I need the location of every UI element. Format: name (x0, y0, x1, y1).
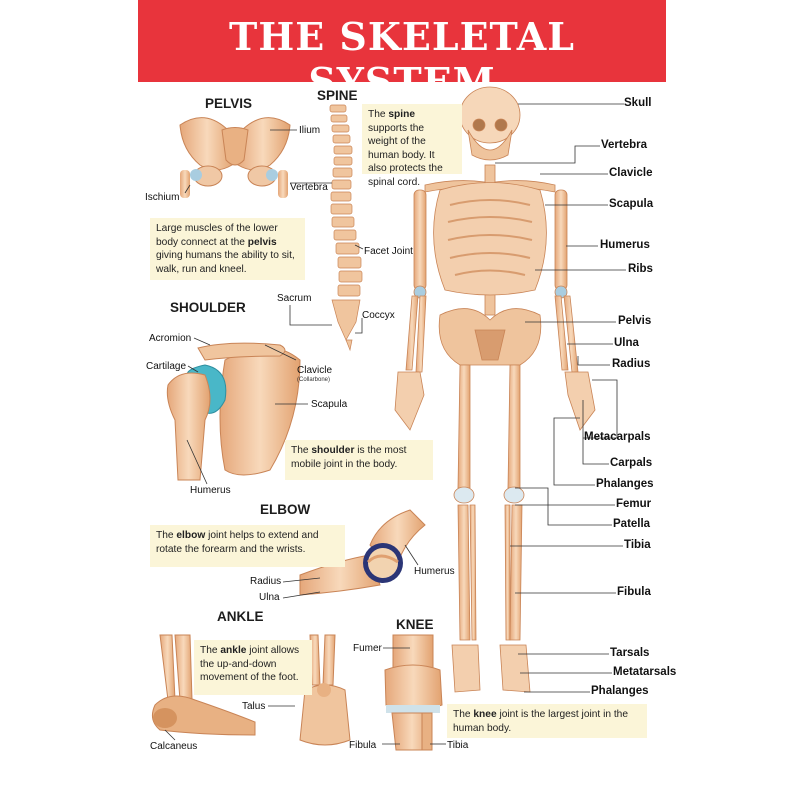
pelvis-diagram (179, 117, 297, 198)
spine-note: The spine supports the weight of the hum… (362, 104, 462, 188)
ankle-note: The ankle joint allows the up-and-down m… (194, 640, 312, 695)
skeleton-leader-lines (495, 103, 626, 693)
label-calcaneus: Calcaneus (150, 741, 198, 752)
label-talus: Talus (242, 701, 266, 712)
poster-title: THE SKELETAL SYSTEM (229, 14, 575, 104)
skeleton-label-ulna: Ulna (614, 337, 639, 349)
shoulder-diagram (166, 337, 308, 485)
label-elbow-ulna: Ulna (259, 592, 280, 603)
label-knee-fibula: Fibula (349, 740, 377, 751)
pelvis-note: Large muscles of the lower body connect … (150, 218, 305, 280)
skeleton-label-humerus: Humerus (600, 239, 650, 251)
shoulder-note: The shoulder is the most mobile joint in… (285, 440, 433, 480)
spine-section-title: SPINE (317, 88, 358, 103)
label-collarbone: (Collarbone) (297, 377, 331, 383)
elbow-diagram (282, 509, 426, 599)
label-sacrum: Sacrum (277, 293, 312, 304)
label-elbow-radius: Radius (250, 576, 282, 587)
full-skeleton (394, 86, 596, 693)
label-knee-tibia: Tibia (447, 740, 469, 751)
label-shoulder-scapula: Scapula (311, 399, 348, 410)
knee-note: The knee joint is the largest joint in t… (447, 704, 647, 738)
label-clavicle: Clavicle (297, 365, 333, 376)
skeleton-label-carpals: Carpals (610, 457, 653, 469)
ankle-diagram (151, 634, 351, 746)
label-elbow-humerus: Humerus (414, 566, 455, 577)
skeleton-label-metatarsals: Metatarsals (613, 666, 677, 678)
title-banner (138, 0, 666, 82)
spine-diagram (289, 104, 364, 352)
skeleton-label-vertebra: Vertebra (601, 139, 648, 151)
skeleton-label-foot-phalanges: Phalanges (591, 685, 649, 697)
skeleton-label-radius: Radius (612, 358, 651, 370)
skeleton-label-ribs: Ribs (628, 263, 653, 275)
skeleton-label-scapula: Scapula (609, 198, 654, 210)
label-acromion: Acromion (149, 333, 192, 344)
skeleton-label-hand-phalanges: Phalanges (596, 478, 654, 490)
skeleton-label-patella: Patella (613, 518, 651, 530)
skeleton-label-clavicle: Clavicle (609, 167, 653, 179)
label-shoulder-humerus: Humerus (190, 485, 231, 496)
skeleton-label-metacarpals: Metacarpals (584, 431, 651, 443)
knee-diagram (382, 634, 446, 751)
skeleton-label-fibula: Fibula (617, 586, 651, 598)
label-fumer: Fumer (353, 643, 382, 654)
knee-section-title: KNEE (396, 617, 434, 632)
shoulder-section-title: SHOULDER (170, 300, 246, 315)
label-facet-joint: Facet Joint (364, 246, 413, 257)
elbow-note: The elbow joint helps to extend and rota… (150, 525, 345, 567)
label-ischium: Ischium (145, 192, 180, 203)
label-ilium: Ilium (299, 125, 321, 136)
label-spine-vertebra: Vertebra (290, 182, 328, 193)
label-cartilage: Cartilage (146, 361, 187, 372)
ankle-section-title: ANKLE (217, 609, 264, 624)
skeleton-label-tarsals: Tarsals (610, 647, 650, 659)
skeleton-label-skull: Skull (624, 97, 652, 109)
elbow-section-title: ELBOW (260, 502, 311, 517)
skeleton-label-tibia: Tibia (624, 539, 651, 551)
skeleton-label-femur: Femur (616, 498, 652, 510)
pelvis-section-title: PELVIS (205, 96, 253, 111)
label-coccyx: Coccyx (362, 310, 395, 321)
skeleton-label-pelvis: Pelvis (618, 315, 652, 327)
